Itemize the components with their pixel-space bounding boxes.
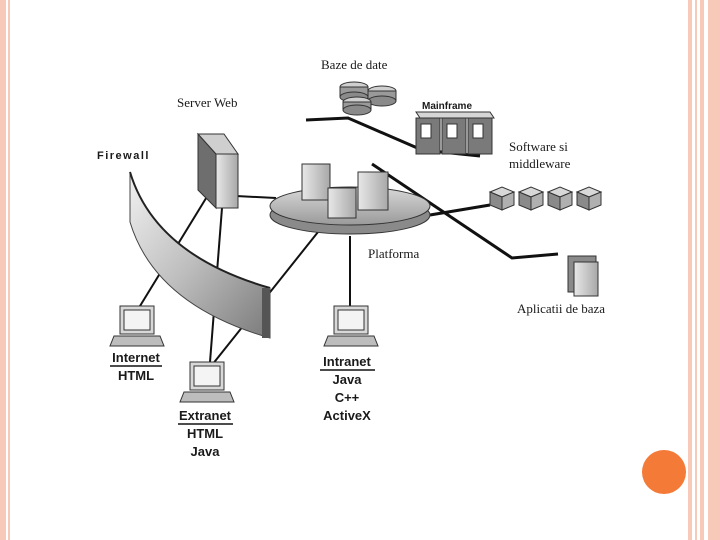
intranet-line-activex: ActiveX (323, 408, 371, 423)
intranet-computer-icon (323, 305, 379, 347)
internet-title: Internet (112, 350, 160, 365)
platform-to-middleware-line (429, 203, 491, 217)
internet-line-html: HTML (118, 368, 154, 383)
internet-computer-icon (109, 305, 165, 347)
middleware-to-apps-line (371, 162, 559, 260)
middleware-cubes-icon (488, 186, 603, 211)
right-border-stripe-thin (695, 0, 697, 540)
webserver-to-platform-line (235, 195, 277, 199)
extranet-line-java: Java (191, 444, 221, 459)
right-border-gap (704, 0, 708, 540)
platform-label: Platforma (368, 246, 419, 261)
firewall-wall-icon (129, 171, 271, 339)
mainframe-label: Mainframe (422, 101, 472, 112)
intranet-line-cpp: C++ (335, 390, 360, 405)
left-border-stripe (0, 0, 6, 540)
web-server-label: Server Web (177, 95, 237, 110)
intranet-caption: Intranet Java C++ ActiveX (320, 354, 375, 423)
extranet-line-html: HTML (187, 426, 223, 441)
applications-icon (567, 255, 599, 297)
platform-icon (269, 163, 431, 235)
accent-dot (642, 450, 686, 494)
intranet-line-java: Java (333, 372, 363, 387)
software-middleware-label-line2: middleware (509, 156, 571, 171)
intranet-title: Intranet (323, 354, 371, 369)
web-server-icon (196, 132, 239, 210)
software-middleware-label-line1: Software si (509, 139, 568, 154)
database-icon (339, 81, 397, 116)
extranet-caption: Extranet HTML Java (178, 408, 233, 459)
left-border-stripe-thin (8, 0, 10, 540)
base-applications-label: Aplicatii de baza (517, 301, 605, 316)
databases-label: Baze de date (321, 57, 388, 72)
firewall-label: Firewall (97, 150, 150, 162)
internet-caption: Internet HTML (110, 350, 162, 383)
extranet-title: Extranet (179, 408, 232, 423)
extranet-computer-icon (179, 361, 235, 403)
right-border-stripe (688, 0, 692, 540)
mainframe-icon (415, 111, 495, 155)
